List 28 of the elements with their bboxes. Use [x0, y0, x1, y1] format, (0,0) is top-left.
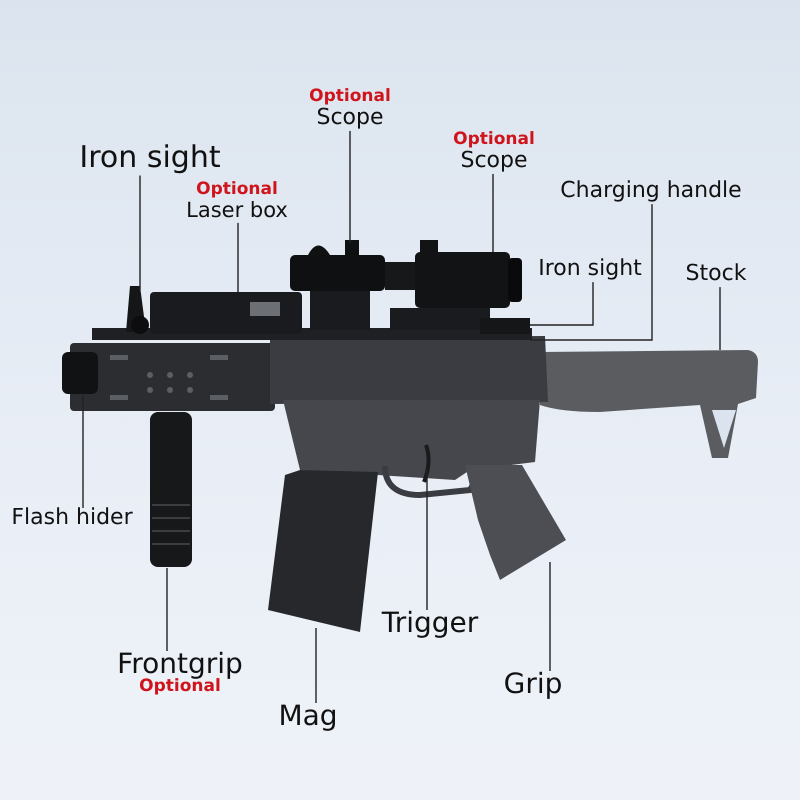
leader-line — [237, 222, 239, 292]
part-label: Iron sight — [538, 257, 642, 280]
leader-line — [530, 282, 594, 326]
leader-line — [315, 628, 317, 703]
leader-line — [349, 130, 351, 243]
optional-note: Optional — [139, 678, 221, 696]
optional-note: Optional — [453, 131, 535, 149]
part-label: Trigger — [382, 608, 478, 638]
leader-line — [166, 568, 168, 651]
leader-line — [530, 204, 653, 341]
leader-line — [139, 176, 141, 290]
leader-line — [549, 562, 551, 671]
optional-note: Optional — [309, 88, 391, 106]
part-label: Flash hider — [11, 506, 133, 530]
optional-note: Optional — [195, 181, 279, 199]
part-label: Frontgrip — [117, 649, 243, 678]
leader-line — [82, 395, 84, 508]
leader-line — [426, 470, 428, 610]
part-label: Stock — [686, 262, 746, 286]
part-label: Scope — [315, 106, 385, 129]
part-label: Mag — [278, 701, 338, 730]
leader-line — [492, 174, 494, 252]
part-label: Grip — [504, 669, 562, 698]
part-label: Scope — [459, 148, 529, 172]
part-label: Iron sight — [79, 142, 221, 174]
part-label: Laser box — [186, 198, 288, 221]
leader-line — [719, 287, 721, 350]
part-label: Charging handle — [560, 179, 742, 202]
